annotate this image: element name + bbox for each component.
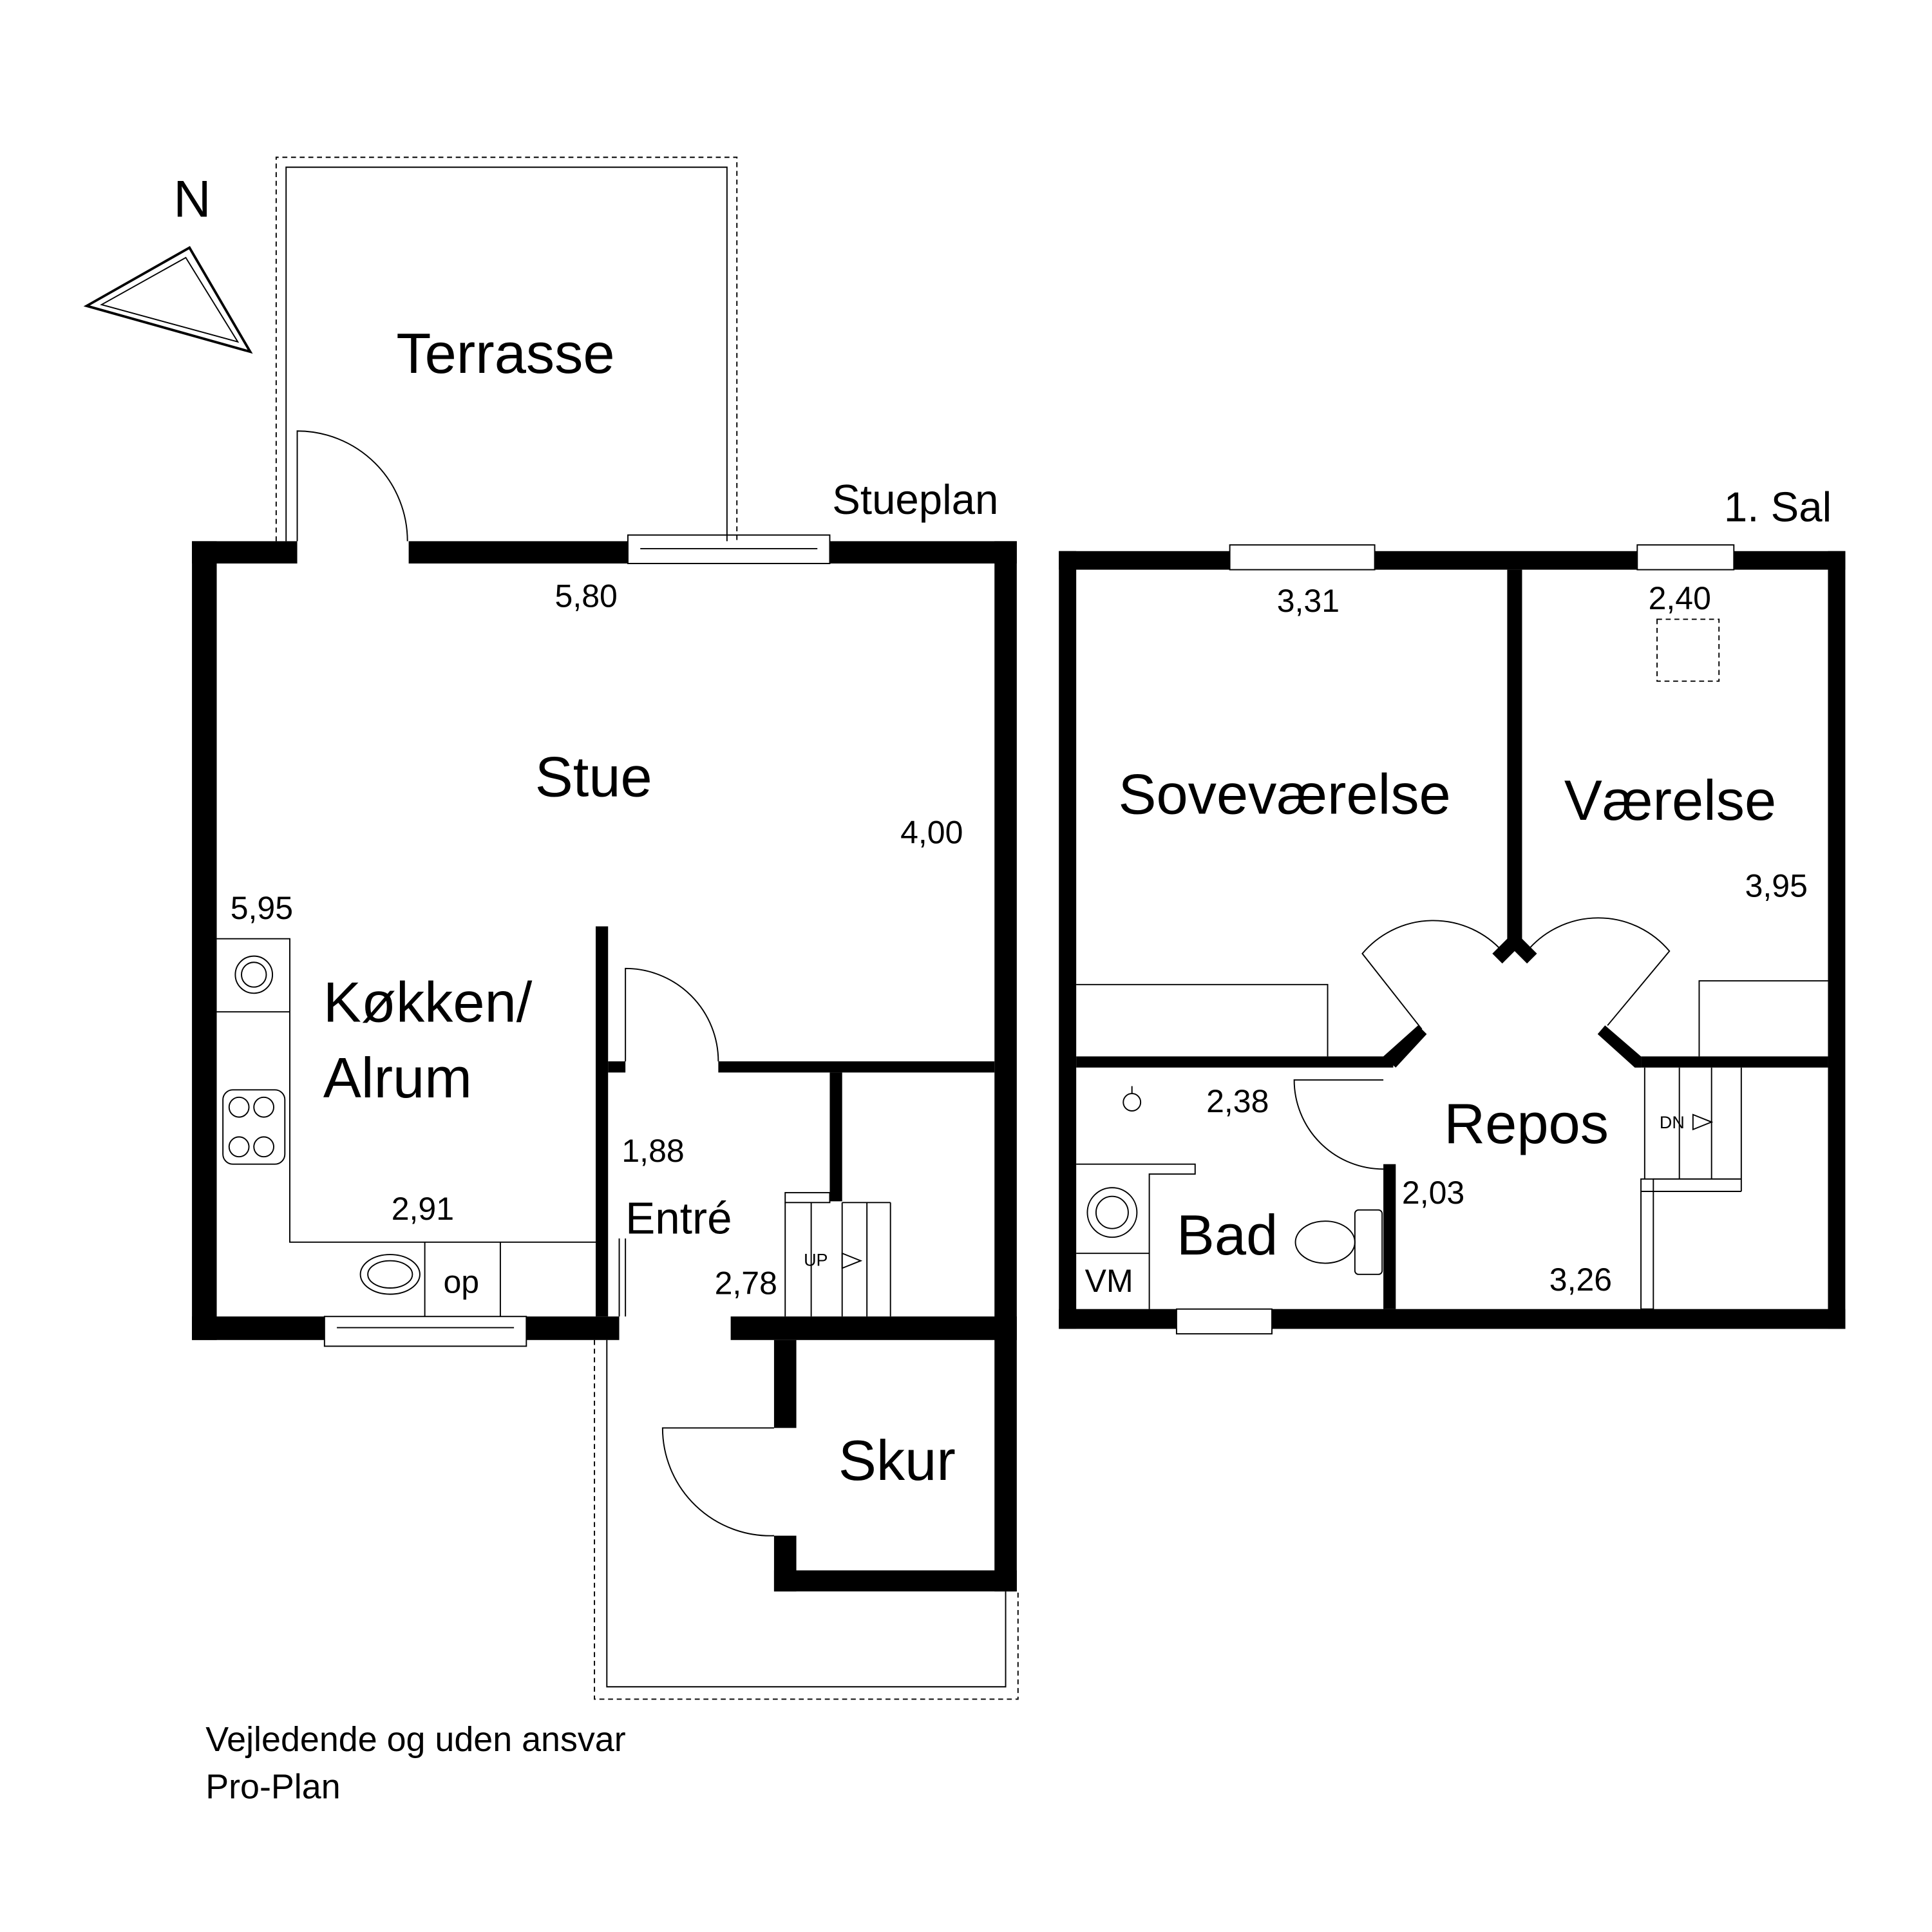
terrace-outline bbox=[275, 156, 738, 542]
living-door[interactable] bbox=[625, 967, 719, 1062]
kitchen-counter bbox=[216, 938, 596, 1317]
room-shed: Skur bbox=[838, 1428, 956, 1492]
first-floor-walls bbox=[1059, 551, 1846, 1329]
dim-kitchen-length: 5,95 bbox=[231, 890, 293, 926]
room-terrace: Terrasse bbox=[396, 321, 614, 385]
skylight bbox=[1656, 618, 1720, 682]
stove-icon bbox=[222, 1089, 286, 1165]
window-living bbox=[627, 534, 831, 564]
compass-label: N bbox=[173, 171, 211, 229]
room-kitchen-line1: Køkken/ bbox=[323, 971, 533, 1034]
terrace-door[interactable] bbox=[296, 430, 408, 542]
dim-kitchen-width: 2,91 bbox=[392, 1191, 454, 1227]
window-room bbox=[1636, 544, 1735, 571]
dim-bath-depth: 2,03 bbox=[1402, 1175, 1464, 1211]
dim-entry-width: 1,88 bbox=[621, 1133, 684, 1169]
bath-door[interactable] bbox=[1293, 1079, 1384, 1170]
room-bath: Bad bbox=[1177, 1203, 1278, 1267]
first-floor-title: 1. Sal bbox=[1724, 484, 1832, 531]
window-bedroom bbox=[1229, 544, 1376, 571]
credit: Pro-Plan bbox=[205, 1767, 340, 1806]
ground-floor-walls bbox=[192, 541, 1017, 1592]
toilet-icon bbox=[1294, 1209, 1383, 1275]
dim-bath-width: 2,38 bbox=[1206, 1083, 1269, 1119]
stairs-down-label: DN bbox=[1660, 1113, 1685, 1132]
stairs-down[interactable] bbox=[1640, 1067, 1742, 1310]
fan-icon bbox=[234, 955, 274, 994]
dim-living-depth: 4,00 bbox=[900, 815, 963, 851]
room-kitchen-line2: Alrum bbox=[323, 1046, 472, 1110]
dishwasher-label: op bbox=[443, 1264, 479, 1300]
bedroom-door[interactable] bbox=[1361, 920, 1503, 1030]
dim-bedroom-width: 3,31 bbox=[1277, 583, 1340, 619]
room-bedroom: Soveværelse bbox=[1119, 762, 1451, 826]
window-bath bbox=[1175, 1308, 1273, 1335]
north-arrow-icon bbox=[83, 246, 253, 354]
dim-entry-length: 2,78 bbox=[715, 1265, 777, 1302]
window-kitchen bbox=[323, 1316, 527, 1347]
dim-landing-width: 3,26 bbox=[1549, 1262, 1612, 1298]
room-landing: Repos bbox=[1444, 1092, 1609, 1155]
yard-outline bbox=[594, 1340, 1019, 1700]
room-door[interactable] bbox=[1526, 917, 1671, 1026]
washbasin-icon bbox=[1086, 1187, 1138, 1238]
shower-icon bbox=[1122, 1086, 1142, 1112]
bath-counter bbox=[1076, 1163, 1196, 1309]
dim-room-depth: 3,95 bbox=[1745, 867, 1808, 904]
washer-label: VM bbox=[1085, 1263, 1133, 1299]
stairs-up[interactable] bbox=[784, 1191, 891, 1317]
room-room: Værelse bbox=[1564, 768, 1776, 832]
stairs-up-label: UP bbox=[804, 1250, 828, 1269]
shed-door[interactable] bbox=[661, 1427, 774, 1537]
ground-floor-title: Stueplan bbox=[832, 476, 998, 523]
room-living: Stue bbox=[535, 745, 652, 809]
disclaimer: Vejledende og uden ansvar bbox=[205, 1720, 626, 1759]
bedroom-wardrobe bbox=[1076, 983, 1329, 1057]
dim-living-width: 5,80 bbox=[555, 578, 618, 614]
room-wardrobe bbox=[1698, 980, 1828, 1057]
sink-icon bbox=[359, 1254, 421, 1295]
dim-room-width: 2,40 bbox=[1649, 580, 1711, 616]
room-entry: Entré bbox=[625, 1193, 732, 1243]
